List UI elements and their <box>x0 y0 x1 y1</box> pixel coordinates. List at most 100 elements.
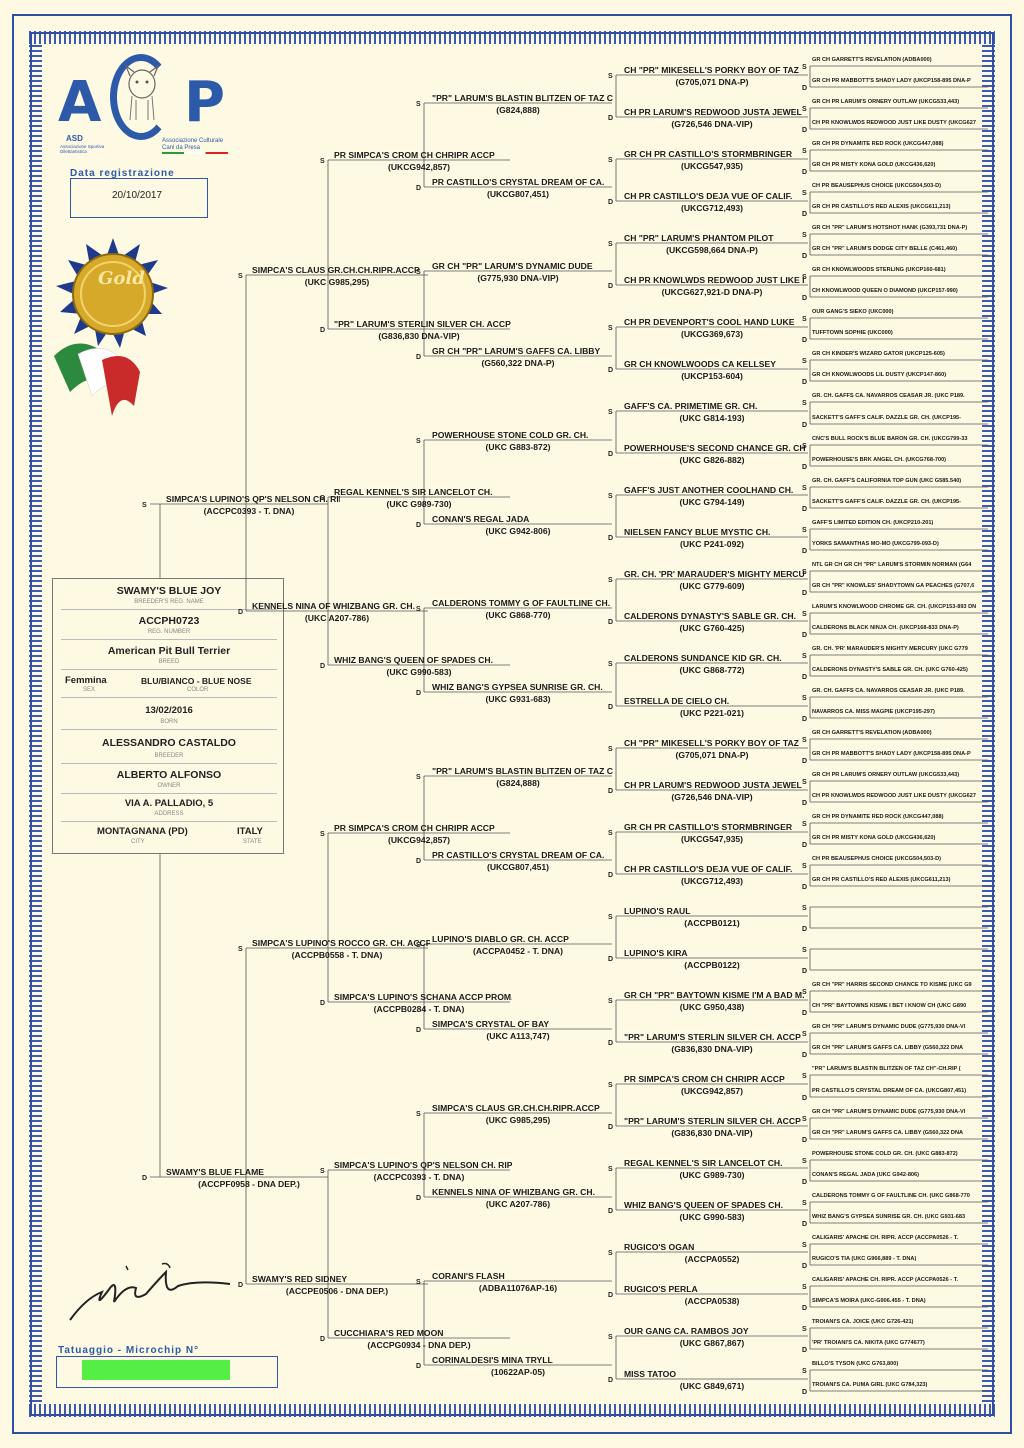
ancestor-reg: (UKC G849,671) <box>679 1381 745 1391</box>
ancestor-reg: (10622AP-05) <box>491 1367 545 1377</box>
ancestor-name: SIMPCA'S LUPINO'S ROCCO GR. CH. ACCP <box>252 938 430 948</box>
sex-marker: D <box>608 367 614 374</box>
gold-award-badge: Gold <box>54 238 168 416</box>
sex-marker: S <box>802 1116 807 1123</box>
sex-marker: S <box>608 661 613 668</box>
sex-marker: D <box>802 716 808 723</box>
ancestor-reg: (G824,888) <box>496 778 540 788</box>
ancestor-gen6: GR CH PR CASTILLO'S RED ALEXIS (UKCG611,… <box>812 204 951 210</box>
ancestor-name: CORINALDESI'S MINA TRYLL <box>432 1355 553 1365</box>
dog-color: BLU/BIANCO - BLUE NOSE <box>141 676 252 686</box>
sex-marker: D <box>416 690 422 697</box>
sex-marker: S <box>802 1031 807 1038</box>
sex-marker: D <box>320 327 326 334</box>
ancestor-name: GAFF'S CA. PRIMETIME GR. CH. <box>624 401 758 411</box>
sex-marker: S <box>802 569 807 576</box>
sex-marker: D <box>416 1363 422 1370</box>
ancestor-gen6: GR CH PR MISTY KONA GOLD (UKCG436,620) <box>812 162 936 168</box>
ancestor-name: WHIZ BANG'S QUEEN OF SPADES CH. <box>624 1200 783 1210</box>
ancestor-name: PR CASTILLO'S CRYSTAL DREAM OF CA. <box>432 177 605 187</box>
ancestor-reg: (ACCPA0538) <box>684 1296 740 1306</box>
dog-address: VIA A. PALLADIO, 5 <box>124 798 214 809</box>
ancestor-gen6: GR. CH. 'PR' MARAUDER'S MIGHTY MERCURY (… <box>812 646 968 652</box>
ancestor-gen6: YORKS SAMANTHAS MO-MO (UKCG799-093-D) <box>812 541 939 547</box>
ancestor-name: "PR" LARUM'S BLASTIN BLITZEN OF TAZ C <box>432 93 613 103</box>
outer-frame <box>12 14 1012 1434</box>
ancestor-reg: (ACCPB0284 - T. DNA) <box>373 1004 465 1014</box>
sex-marker: D <box>802 1305 808 1312</box>
ancestor-reg: (UKCG712,493) <box>680 203 744 213</box>
sex-marker: D <box>608 1208 614 1215</box>
ancestor-reg: (UKCG369,673) <box>680 329 744 339</box>
ancestor-reg: (UKC G989-730) <box>679 1170 745 1180</box>
sex-marker: S <box>320 1168 325 1175</box>
sex-marker: D <box>238 609 244 616</box>
ancestor-gen6: GR CH PR LARUM'S ORNERY OUTLAW (UKCG533,… <box>812 99 960 105</box>
sex-marker: S <box>608 1166 613 1173</box>
sex-marker: D <box>416 1027 422 1034</box>
ancestor-name: CONAN'S REGAL JADA <box>432 514 530 524</box>
sex-marker: D <box>608 872 614 879</box>
dog-born-label: BORN <box>160 719 178 725</box>
ancestor-reg: (UKC A207-786) <box>304 613 370 623</box>
sex-marker: D <box>802 127 808 134</box>
ancestor-gen6: "PR" LARUM'S BLASTIN BLITZEN OF TAZ CH"-… <box>812 1066 961 1072</box>
sex-marker: S <box>802 400 807 407</box>
ancestor-reg: (UKCG942,857) <box>387 162 451 172</box>
ancestor-reg: (G775,930 DNA-VIP) <box>477 273 559 283</box>
ancestor-reg: (UKCG807,451) <box>486 189 550 199</box>
ancestor-gen6: GAFF'S LIMITED EDITION CH. (UKCP210-201) <box>812 520 934 526</box>
ancestor-name: CH PR LARUM'S REDWOOD JUSTA JEWEL <box>624 780 802 790</box>
sex-marker: D <box>608 956 614 963</box>
sex-marker: D <box>608 451 614 458</box>
ancestor-name: CALDERONS TOMMY G OF FAULTLINE CH. <box>432 598 611 608</box>
ancestor-reg: (UKCG807,451) <box>486 862 550 872</box>
ancestor-gen6: GR CH PR MABBOTT'S SHADY LADY (UKCP158-8… <box>812 78 971 84</box>
sex-marker: D <box>142 1175 148 1182</box>
ancestor-name: POWERHOUSE'S SECOND CHANCE GR. CH <box>624 443 806 453</box>
dog-info-panel: SWAMY'S BLUE JOY BREEDER'S REG. NAME ACC… <box>52 578 284 854</box>
ancestor-name: GR CH "PR" BAYTOWN KISME I'M A BAD M. <box>624 990 805 1000</box>
dog-state-label: STATE <box>243 839 262 845</box>
ancestor-gen6: GR CH PR CASTILLO'S RED ALEXIS (UKCG611,… <box>812 877 951 883</box>
registration-date-label: Data registrazione <box>70 168 175 179</box>
ancestor-reg: (UKC G989-730) <box>386 499 452 509</box>
sex-marker: S <box>802 1368 807 1375</box>
ancestor-reg: (UKC G883-872) <box>485 442 551 452</box>
sex-marker: D <box>802 422 808 429</box>
dog-name-label: BREEDER'S REG. NAME <box>134 599 204 605</box>
sex-marker: S <box>802 779 807 786</box>
sex-marker: D <box>802 169 808 176</box>
sex-marker: S <box>802 821 807 828</box>
sex-marker: D <box>802 1179 808 1186</box>
ancestor-gen6: GR CH PR MISTY KONA GOLD (UKCG436,620) <box>812 835 936 841</box>
sex-marker: D <box>802 1221 808 1228</box>
ancestor-reg: (UKC G794-149) <box>679 497 745 507</box>
sex-marker: D <box>416 354 422 361</box>
sex-marker: S <box>802 905 807 912</box>
ancestor-name: CH PR DEVENPORT'S COOL HAND LUKE <box>624 317 795 327</box>
ancestor-reg: (UKC P241-092) <box>680 539 744 549</box>
sex-marker: S <box>802 1242 807 1249</box>
ancestor-reg: (UKC G868-772) <box>679 665 745 675</box>
ancestor-name: RUGICO'S OGAN <box>624 1242 695 1252</box>
badge-text: Gold <box>98 268 145 289</box>
ancestor-reg: (ADBA11076AP-16) <box>478 1283 558 1293</box>
ancestor-gen6: NAVARROS CA. MISS MAGPIE (UKCP195-297) <box>812 709 935 715</box>
ancestor-gen6: GR CH "PR" LARUM'S HOTSHOT HANK (G393,73… <box>812 225 968 231</box>
ancestor-name: REGAL KENNEL'S SIR LANCELOT CH. <box>334 487 493 497</box>
ancestor-gen6: GR CH "PR" LARUM'S DODGE CITY BELLE (C46… <box>812 246 958 252</box>
ancestor-name: POWERHOUSE STONE COLD GR. CH. <box>432 430 589 440</box>
sex-marker: S <box>608 914 613 921</box>
registration-date: 20/10/2017 <box>112 190 163 201</box>
logo-ring-icon <box>110 54 172 140</box>
ancestor-reg: (UKC G814-193) <box>679 413 745 423</box>
dog-name: SWAMY'S BLUE JOY <box>116 585 222 597</box>
ancestor-reg: (UKC P221-021) <box>680 708 744 718</box>
ancestor-gen6: TROIANI'S CA. JOICE (UKC G726-421) <box>812 1319 914 1325</box>
ancestor-reg: (UKC G826-882) <box>679 455 745 465</box>
sex-marker: D <box>802 758 808 765</box>
ancestor-name: "PR" LARUM'S STERLIN SILVER CH. ACCP <box>334 319 511 329</box>
sex-marker: D <box>802 1263 808 1270</box>
logo-letter-p: P <box>184 70 226 135</box>
